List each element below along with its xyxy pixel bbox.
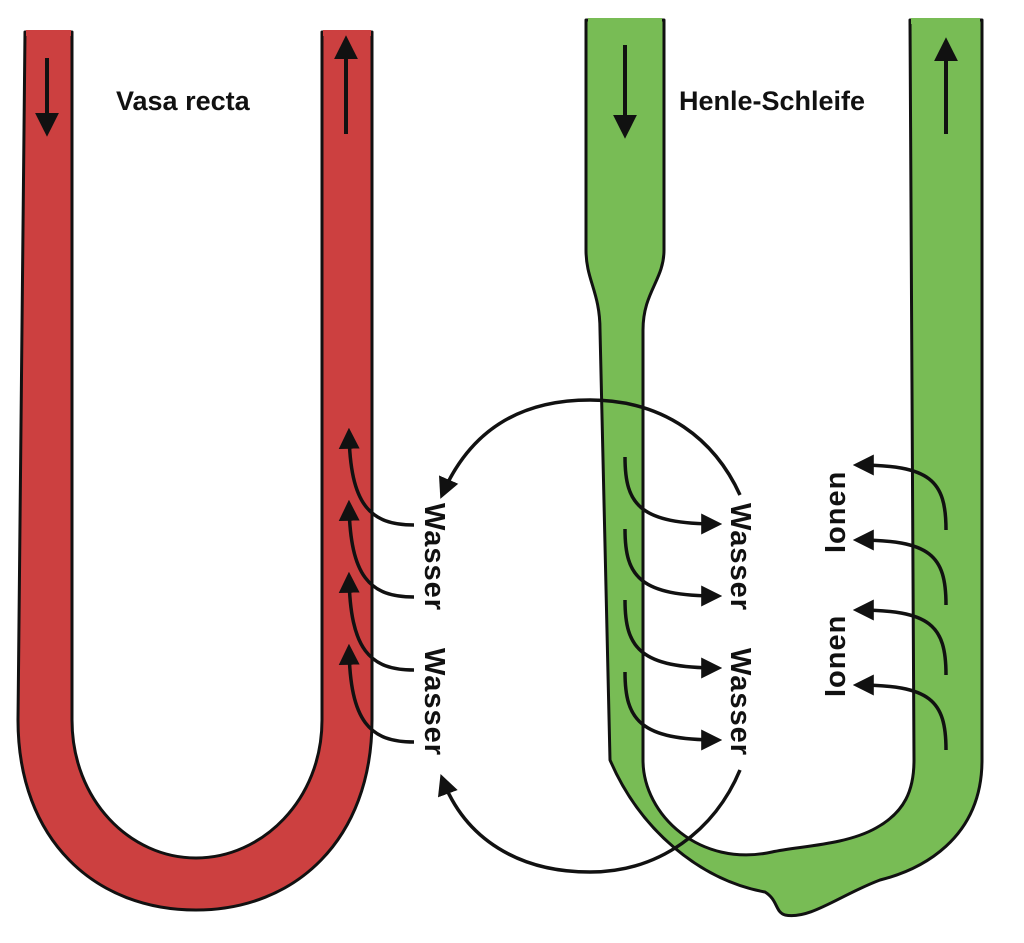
water-circulation-loop bbox=[438, 398, 742, 874]
ion-release-arrow bbox=[852, 454, 948, 531]
vasa-recta-vessel bbox=[16, 30, 374, 912]
water-release-arrow bbox=[623, 599, 723, 679]
circulation-arc-top bbox=[439, 398, 742, 499]
ions-label-2: Ionen bbox=[820, 615, 852, 697]
water-label-right-1: Wasser bbox=[724, 503, 756, 611]
henle-loop-tubule bbox=[584, 18, 984, 918]
water-uptake-arrow bbox=[338, 499, 415, 599]
water-release-arrow bbox=[623, 671, 723, 751]
water-uptake-arrow bbox=[338, 427, 415, 527]
water-uptake-arrow bbox=[338, 643, 415, 744]
henle-ion-arrows bbox=[852, 454, 948, 751]
water-label-right-2: Wasser bbox=[724, 648, 756, 756]
water-uptake-arrow bbox=[338, 571, 415, 672]
water-label-left-1: Wasser bbox=[418, 503, 450, 611]
water-release-arrow bbox=[623, 528, 723, 607]
ions-label-1: Ionen bbox=[820, 471, 852, 553]
circulation-arc-bottom bbox=[438, 769, 742, 874]
ion-release-arrow bbox=[852, 674, 948, 751]
vasa-recta-water-arrows bbox=[338, 427, 415, 744]
water-release-arrow bbox=[623, 456, 723, 535]
henle-loop-title: Henle-Schleife bbox=[679, 86, 865, 116]
ion-release-arrow bbox=[852, 599, 948, 676]
vasa-recta-title: Vasa recta bbox=[116, 86, 251, 116]
ion-release-arrow bbox=[852, 529, 948, 606]
henle-water-arrows bbox=[623, 456, 723, 751]
water-label-left-2: Wasser bbox=[418, 648, 450, 756]
